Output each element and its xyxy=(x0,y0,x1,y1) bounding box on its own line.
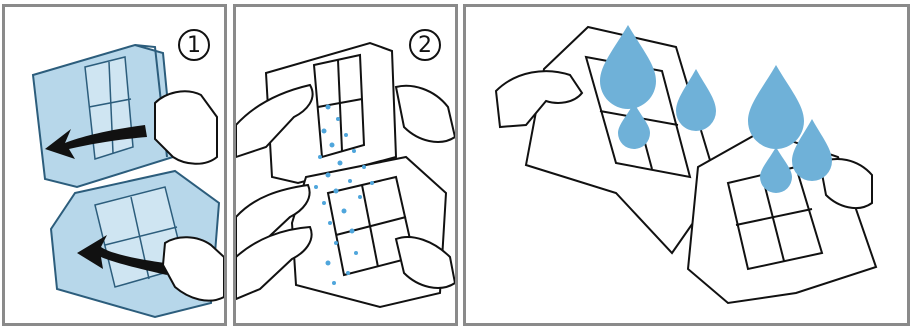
hand-icon xyxy=(396,86,455,142)
upper-filter-icon xyxy=(33,45,173,187)
filter-tapping-illustration xyxy=(236,7,455,323)
panel-step-1: 1 xyxy=(2,4,227,326)
panel-step-2: 2 xyxy=(233,4,458,326)
panel-step-3 xyxy=(463,4,910,326)
filter-rinsing-illustration xyxy=(466,7,907,323)
filter-removal-illustration xyxy=(5,7,224,323)
